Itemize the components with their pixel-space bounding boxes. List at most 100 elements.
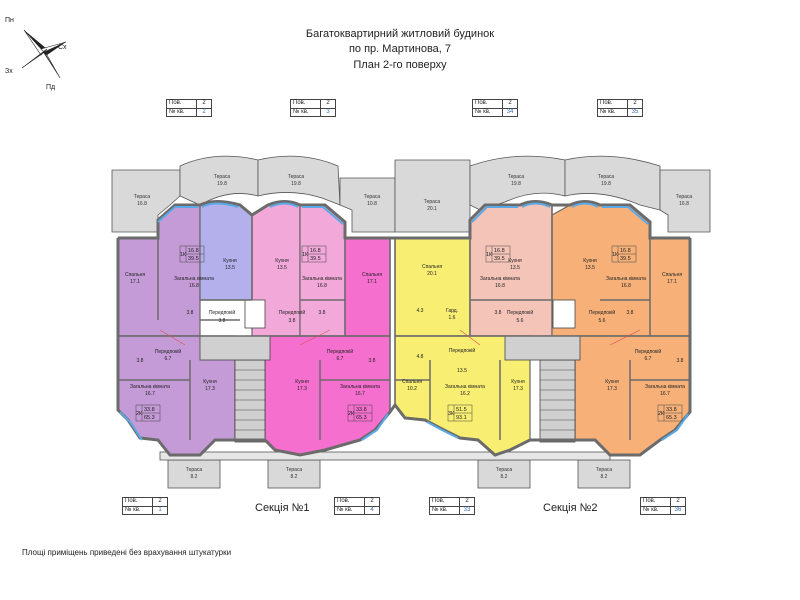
room-area: 10.2 [407, 386, 417, 392]
apt-total-area: 93.1 [456, 415, 467, 421]
building-address: по пр. Мартинова, 7 [348, 43, 452, 55]
room-area: 16.7 [355, 391, 365, 397]
room-label: Спальня [402, 379, 422, 385]
room-label: Загальна кімната [445, 384, 485, 390]
section-1-label: Секція №1 [255, 502, 310, 514]
room-label: Кухня [275, 258, 289, 264]
room-area: 3.8 [369, 358, 376, 364]
room-area: 13.5 [510, 265, 520, 271]
room-area: 16.8 [317, 283, 327, 289]
apt-total-area: 39.5 [188, 256, 199, 262]
room-area: 4.3 [417, 308, 424, 314]
terrace-area-value: 8.2 [291, 474, 298, 480]
apt-living-area: 33.8 [666, 407, 677, 413]
apt-living-area: 33.8 [356, 407, 367, 413]
terrace-label: Тераса [596, 467, 613, 473]
apt-rooms: 2К [348, 411, 355, 417]
terrace-label: Тераса [288, 174, 305, 180]
room-area: 1.6 [449, 315, 456, 321]
room-area: 3.8 [219, 318, 226, 324]
room-area: 3.8 [495, 310, 502, 316]
room-label: Загальна кімната [645, 384, 685, 390]
terrace-area [167, 459, 221, 489]
apt-rooms: 1К [180, 252, 187, 258]
terrace-label: Тераса [286, 467, 303, 473]
room-label: Передпокій [507, 309, 534, 316]
apt-rooms: 2К [658, 411, 665, 417]
room-label: Спальня [662, 272, 682, 278]
terrace-label: Тераса [134, 194, 151, 200]
room-area: 3.8 [137, 358, 144, 364]
terrace-area [267, 459, 321, 489]
room-label: Спальня [125, 272, 145, 278]
room-area: 16.2 [460, 391, 470, 397]
terrace-area-value: 19.8 [217, 181, 227, 187]
terrace-area-value: 10.8 [367, 201, 377, 207]
apt-living-area: 16.8 [620, 248, 631, 254]
room-area: 17.3 [297, 386, 307, 392]
compass-west: Зх [5, 68, 13, 75]
room-area: 17.1 [130, 279, 140, 285]
terrace-label: Тераса [676, 194, 693, 200]
room-area: 3.8 [319, 310, 326, 316]
room-label: Кухня [203, 379, 217, 385]
apt-total-area: 65.3 [666, 415, 677, 421]
room-label: Передпокій [209, 309, 236, 316]
terrace-area [659, 169, 711, 233]
room-area: 16.7 [660, 391, 670, 397]
room-label: Спальня [362, 272, 382, 278]
room-label: Кухня [605, 379, 619, 385]
corridor-1 [199, 335, 271, 361]
room-label: Кухня [223, 258, 237, 264]
room-area: 13.5 [225, 265, 235, 271]
apt-living-area: 16.8 [494, 248, 505, 254]
terrace-label: Тераса [364, 194, 381, 200]
building-title: Багатоквартирний житловий будинок [305, 28, 495, 40]
apt-total-area: 39.5 [494, 256, 505, 262]
terrace-area-value: 8.2 [191, 474, 198, 480]
room-area: 4.8 [417, 354, 424, 360]
apt-total-area: 65.3 [356, 415, 367, 421]
room-area: 16.8 [189, 283, 199, 289]
compass-rose-icon [21, 29, 67, 79]
footnote: Площі приміщень приведені без врахування… [22, 548, 232, 557]
room-area: 17.3 [607, 386, 617, 392]
room-area: 5.6 [517, 318, 524, 324]
room-label: Загальна кімната [480, 276, 520, 282]
apt-rooms: 1К [486, 252, 493, 258]
apt-rooms: 1К [612, 252, 619, 258]
compass-north: Пн [5, 17, 14, 24]
apt-rooms: 3К [448, 411, 455, 417]
room-area: 3.8 [677, 358, 684, 364]
room-label: Кухня [295, 379, 309, 385]
terrace-area-value: 19.8 [291, 181, 301, 187]
room-label: Кухня [511, 379, 525, 385]
room-area: 16.8 [495, 283, 505, 289]
elevator-1 [244, 299, 266, 329]
room-label: Передпокій [155, 348, 182, 355]
apt-rooms: 1К [302, 252, 309, 258]
room-area: 3.8 [187, 310, 194, 316]
room-label: Кухня [508, 258, 522, 264]
compass-east: Сх [58, 44, 67, 51]
room-area: 3.8 [289, 318, 296, 324]
terrace-label: Тераса [508, 174, 525, 180]
room-label: Передпокій [589, 309, 616, 316]
room-label: Загальна кімната [174, 276, 214, 282]
room-label: Загальна кімната [340, 384, 380, 390]
apt-total-area: 39.5 [310, 256, 321, 262]
apt-stat-badge [135, 245, 683, 422]
apt-living-area: 51.5 [456, 407, 467, 413]
room-area: 5.6 [599, 318, 606, 324]
apartment-3-bedroom [344, 237, 391, 337]
section-2-label: Секція №2 [543, 502, 598, 514]
room-label: Загальна кімната [302, 276, 342, 282]
